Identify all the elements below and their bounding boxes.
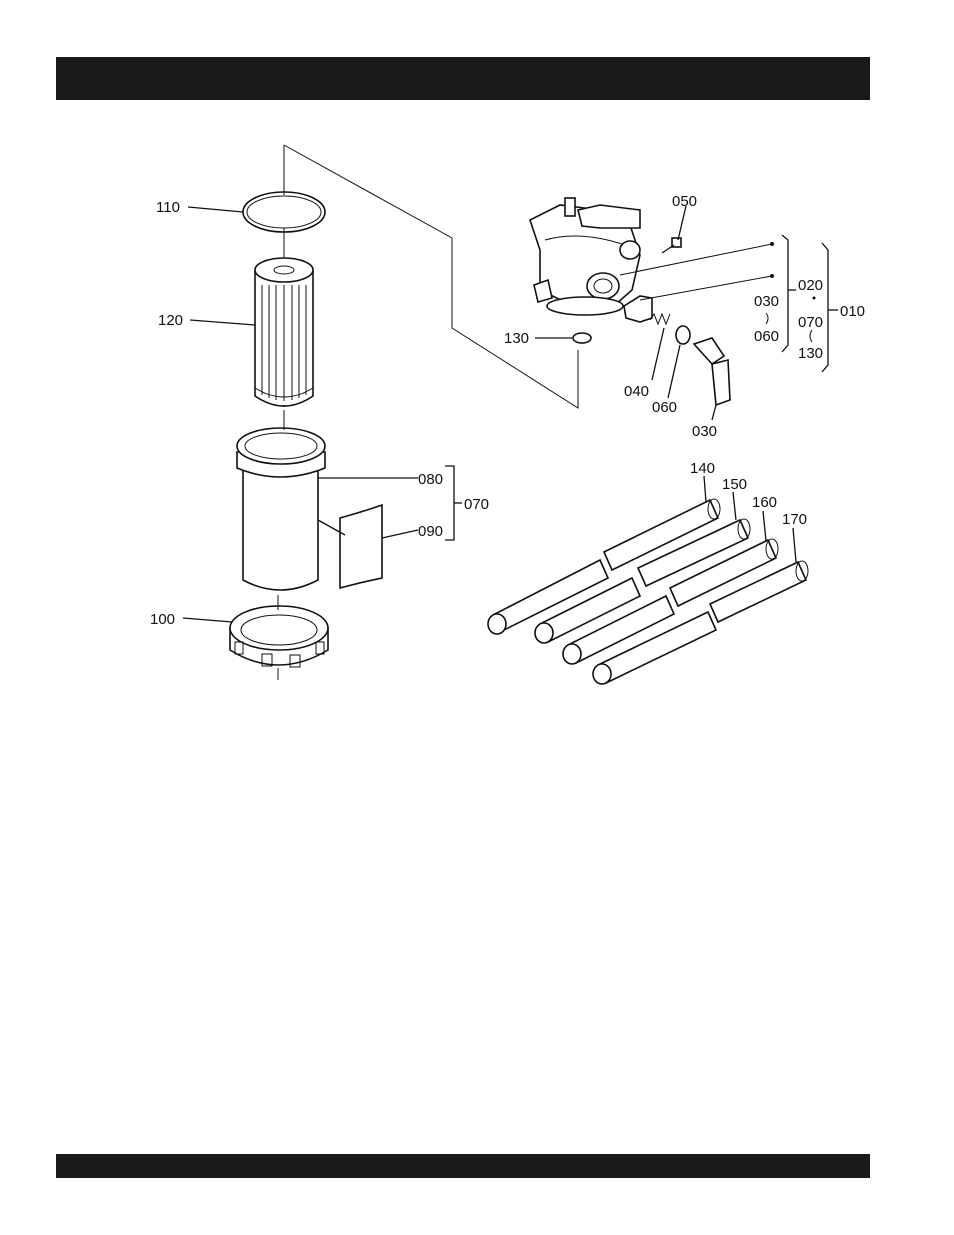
o-ring-110 xyxy=(243,192,325,232)
callout-020: 020 xyxy=(798,277,823,294)
callout-060-valve: 060 xyxy=(652,399,677,416)
callout-060-bracket: 060 xyxy=(754,328,779,345)
valve-plug xyxy=(624,296,652,322)
ring-nut-100 xyxy=(230,606,328,667)
callout-150: 150 xyxy=(722,476,747,493)
callout-100: 100 xyxy=(150,611,175,628)
callout-130-left: 130 xyxy=(504,330,529,347)
callout-010: 010 xyxy=(840,303,865,320)
callout-080: 080 xyxy=(418,471,443,488)
label-sheet-090 xyxy=(340,505,382,588)
callout-070-bracket: 070 xyxy=(798,314,823,331)
bolt-050 xyxy=(662,238,681,253)
callout-030-valve: 030 xyxy=(692,423,717,440)
callout-050: 050 xyxy=(672,193,697,210)
spring-040 xyxy=(650,314,670,324)
callout-070-sub: 070 xyxy=(464,496,489,513)
washer-060 xyxy=(676,326,690,344)
lever-030 xyxy=(694,338,730,405)
callout-140: 140 xyxy=(690,460,715,477)
callout-030-bracket: 030 xyxy=(754,293,779,310)
callout-120: 120 xyxy=(158,312,183,329)
filter-element-120 xyxy=(255,258,313,406)
filter-bowl-080 xyxy=(237,428,325,590)
callout-160: 160 xyxy=(752,494,777,511)
callout-090: 090 xyxy=(418,523,443,540)
assembly-line xyxy=(284,145,578,408)
valve-body xyxy=(530,198,640,315)
o-ring-130 xyxy=(573,333,591,343)
callout-040: 040 xyxy=(624,383,649,400)
callout-130-bracket: 130 xyxy=(798,345,823,362)
callout-110: 110 xyxy=(156,199,180,216)
callout-170: 170 xyxy=(782,511,807,528)
